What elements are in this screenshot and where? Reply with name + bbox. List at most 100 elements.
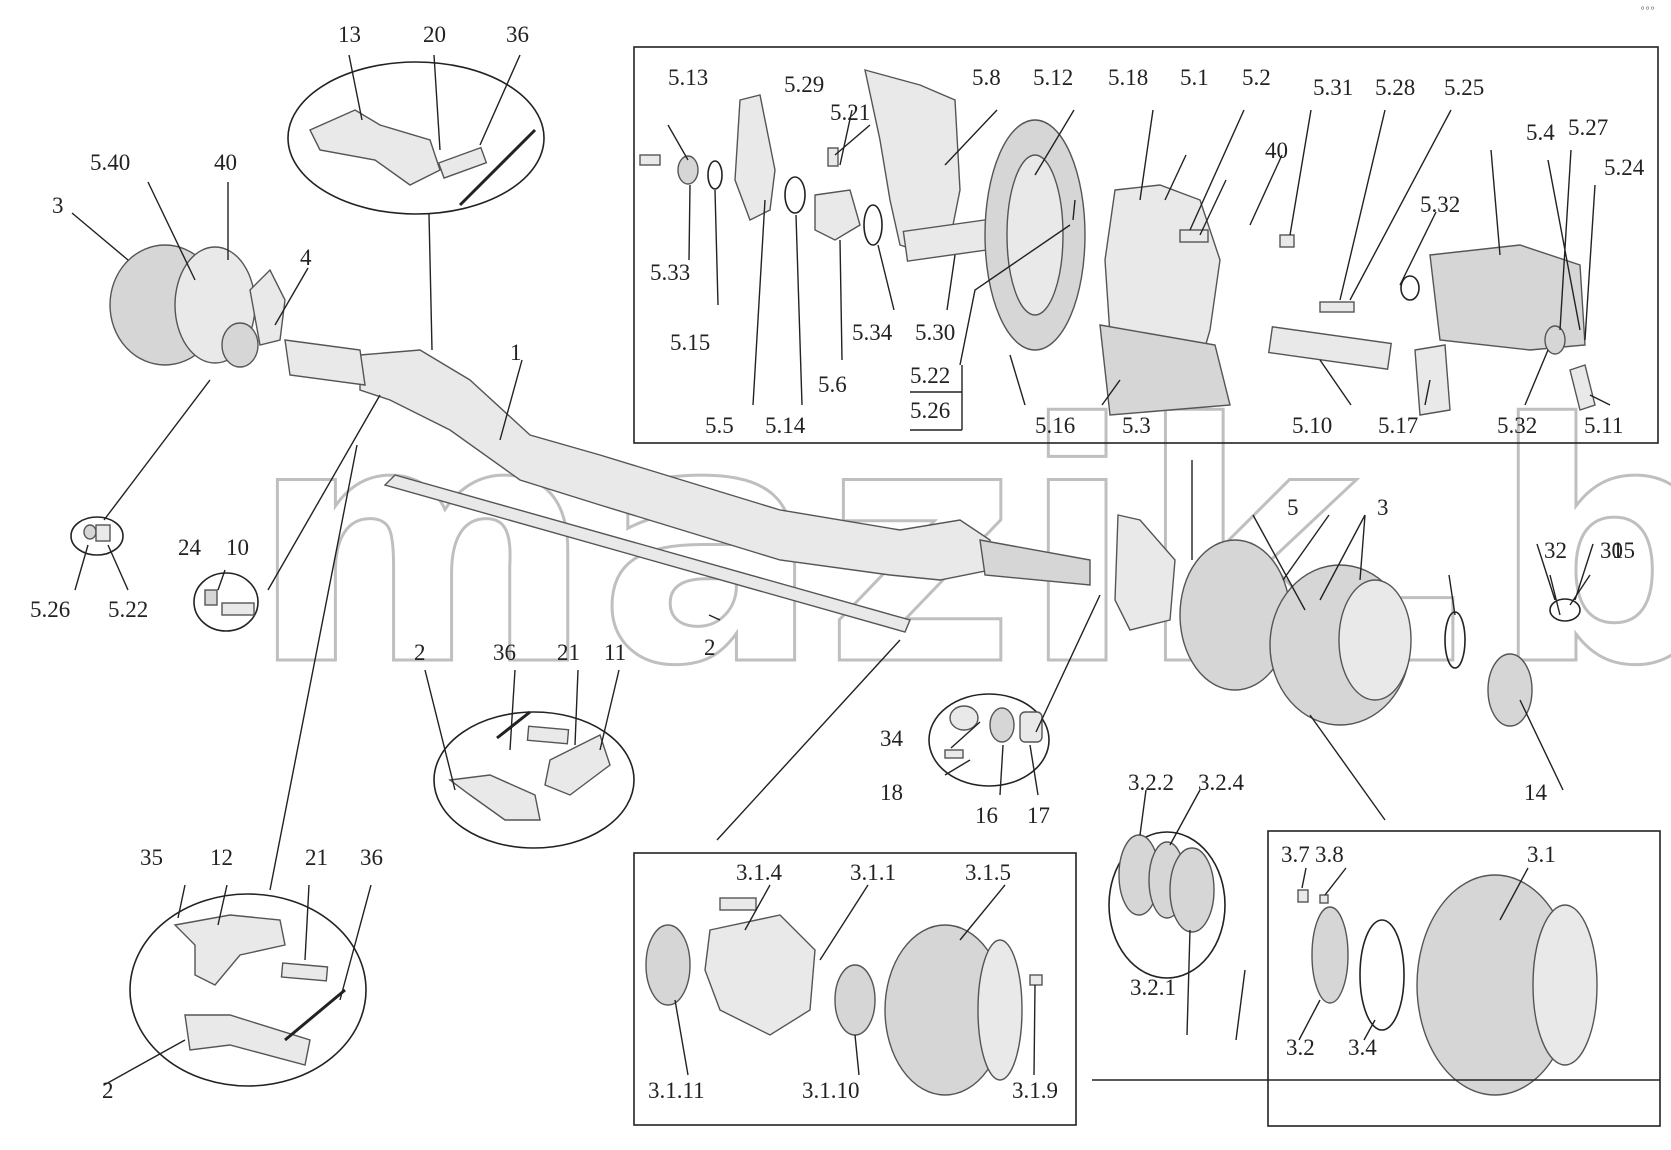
label-16: 16 (975, 803, 998, 828)
screw-3-1-9 (1029, 974, 1043, 986)
label-5-22b: 5.22 (910, 363, 950, 388)
cotter-pin-36c (284, 988, 346, 1042)
drag-link-arm-12 (173, 914, 286, 986)
label-5-17: 5.17 (1378, 413, 1418, 438)
bearing-3-1-11 (645, 924, 691, 1006)
hub-cap-14 (1487, 653, 1533, 727)
drag-link-end-2 (184, 1014, 311, 1066)
bracket-5-6 (814, 189, 861, 241)
washer-3-8 (1319, 894, 1329, 904)
detail-circle-24-10 (193, 572, 259, 632)
label-3-2-2: 3.2.2 (1128, 770, 1174, 795)
brake-assembly-frame (633, 46, 1659, 444)
gasket-3-4 (1359, 919, 1405, 1031)
detail-circle-hub-seals (1108, 831, 1226, 979)
label-5-33: 5.33 (650, 260, 690, 285)
label-40b: 40 (1265, 138, 1288, 163)
label-5-13: 5.13 (668, 65, 708, 90)
bolt-40 (1179, 229, 1209, 243)
label-5-3: 5.3 (1122, 413, 1151, 438)
bushing-5-32b (1544, 325, 1566, 355)
left-steering-knuckle (249, 268, 286, 346)
label-10: 10 (226, 535, 249, 560)
label-5-14: 5.14 (765, 413, 806, 438)
label-5-32a: 5.32 (1420, 192, 1460, 217)
label-32: 32 (1544, 538, 1567, 563)
drum-3-1-5-face (977, 939, 1023, 1081)
bolt-5-13 (639, 154, 661, 166)
label-21b: 21 (305, 845, 328, 870)
label-2b: 2 (704, 635, 716, 660)
pin-5-21 (827, 147, 839, 167)
label-5-1: 5.1 (1180, 65, 1209, 90)
label-35: 35 (140, 845, 163, 870)
label-3-1-9: 3.1.9 (1012, 1078, 1058, 1103)
right-stub-axle (979, 539, 1091, 586)
label-3-1-5: 3.1.5 (965, 860, 1011, 885)
bolt-3-7 (1297, 889, 1309, 903)
label-5-16: 5.16 (1035, 413, 1075, 438)
bushing-17 (1019, 711, 1043, 743)
label-14: 14 (1524, 780, 1548, 805)
label-5-24: 5.24 (1604, 155, 1645, 180)
right-brake-bracket (1114, 514, 1176, 631)
seal-5-34 (863, 204, 883, 246)
label-5-2: 5.2 (1242, 65, 1271, 90)
tie-rod-arm-11 (544, 734, 611, 796)
label-30: 30 (1600, 538, 1623, 563)
wheel-hub-drum-frame (1267, 830, 1661, 1127)
label-20: 20 (423, 22, 446, 47)
label-36a: 36 (506, 22, 529, 47)
detail-circle-steering-arm (287, 61, 545, 215)
label-2c: 2 (102, 1078, 114, 1103)
label-3: 3 (52, 193, 64, 218)
label-2a: 2 (414, 640, 426, 665)
washer-5-14 (784, 176, 806, 214)
label-5-40: 5.40 (90, 150, 130, 175)
left-stub-axle (284, 339, 366, 386)
detail-circle-tie-rod-arm (433, 711, 635, 849)
label-3-8: 3.8 (1315, 842, 1344, 867)
label-5-25: 5.25 (1444, 75, 1484, 100)
label-5-12: 5.12 (1033, 65, 1073, 90)
label-5-10: 5.10 (1292, 413, 1332, 438)
label-5-6: 5.6 (818, 372, 847, 397)
label-3-2-4: 3.2.4 (1198, 770, 1245, 795)
label-5-30: 5.30 (915, 320, 955, 345)
label-4: 4 (300, 245, 312, 270)
label-3-1-11: 3.1.11 (648, 1078, 705, 1103)
label-5-32b: 5.32 (1497, 413, 1537, 438)
detail-circle-30-32 (1549, 598, 1581, 622)
label-11: 11 (604, 640, 626, 665)
label-5: 5 (1287, 495, 1299, 520)
lever-5-11 (1569, 364, 1596, 411)
label-5-4: 5.4 (1526, 120, 1555, 145)
label-3-7: 3.7 (1281, 842, 1310, 867)
label-5-27: 5.27 (1568, 115, 1608, 140)
label-40a: 40 (214, 150, 237, 175)
cotter-pin-36a (458, 128, 537, 207)
label-5-22a: 5.22 (108, 597, 148, 622)
label-3-1-1: 3.1.1 (850, 860, 896, 885)
label-5-31: 5.31 (1313, 75, 1353, 100)
bushing-parts (949, 705, 979, 731)
label-3-1: 3.1 (1527, 842, 1556, 867)
slack-adjuster-5-5 (734, 94, 776, 221)
nut-5-31 (1279, 234, 1295, 248)
o-ring-5-32 (1400, 275, 1420, 301)
label-36b: 36 (493, 640, 516, 665)
hub-3-1-1 (704, 914, 816, 1036)
label-5-21: 5.21 (830, 100, 870, 125)
washer-5-26 (83, 524, 97, 540)
label-36c: 36 (360, 845, 383, 870)
plug-5-22 (95, 524, 111, 542)
hub-assembly-frame (633, 852, 1077, 1126)
label-24: 24 (178, 535, 202, 560)
bolt-21a (526, 725, 570, 745)
detail-circle-pin-parts (928, 693, 1050, 787)
label-12: 12 (210, 845, 233, 870)
tie-rod-end-detail (448, 774, 541, 821)
steering-arm-13 (309, 109, 441, 186)
tie-rod (383, 474, 911, 633)
label-3-2: 3.2 (1286, 1035, 1315, 1060)
